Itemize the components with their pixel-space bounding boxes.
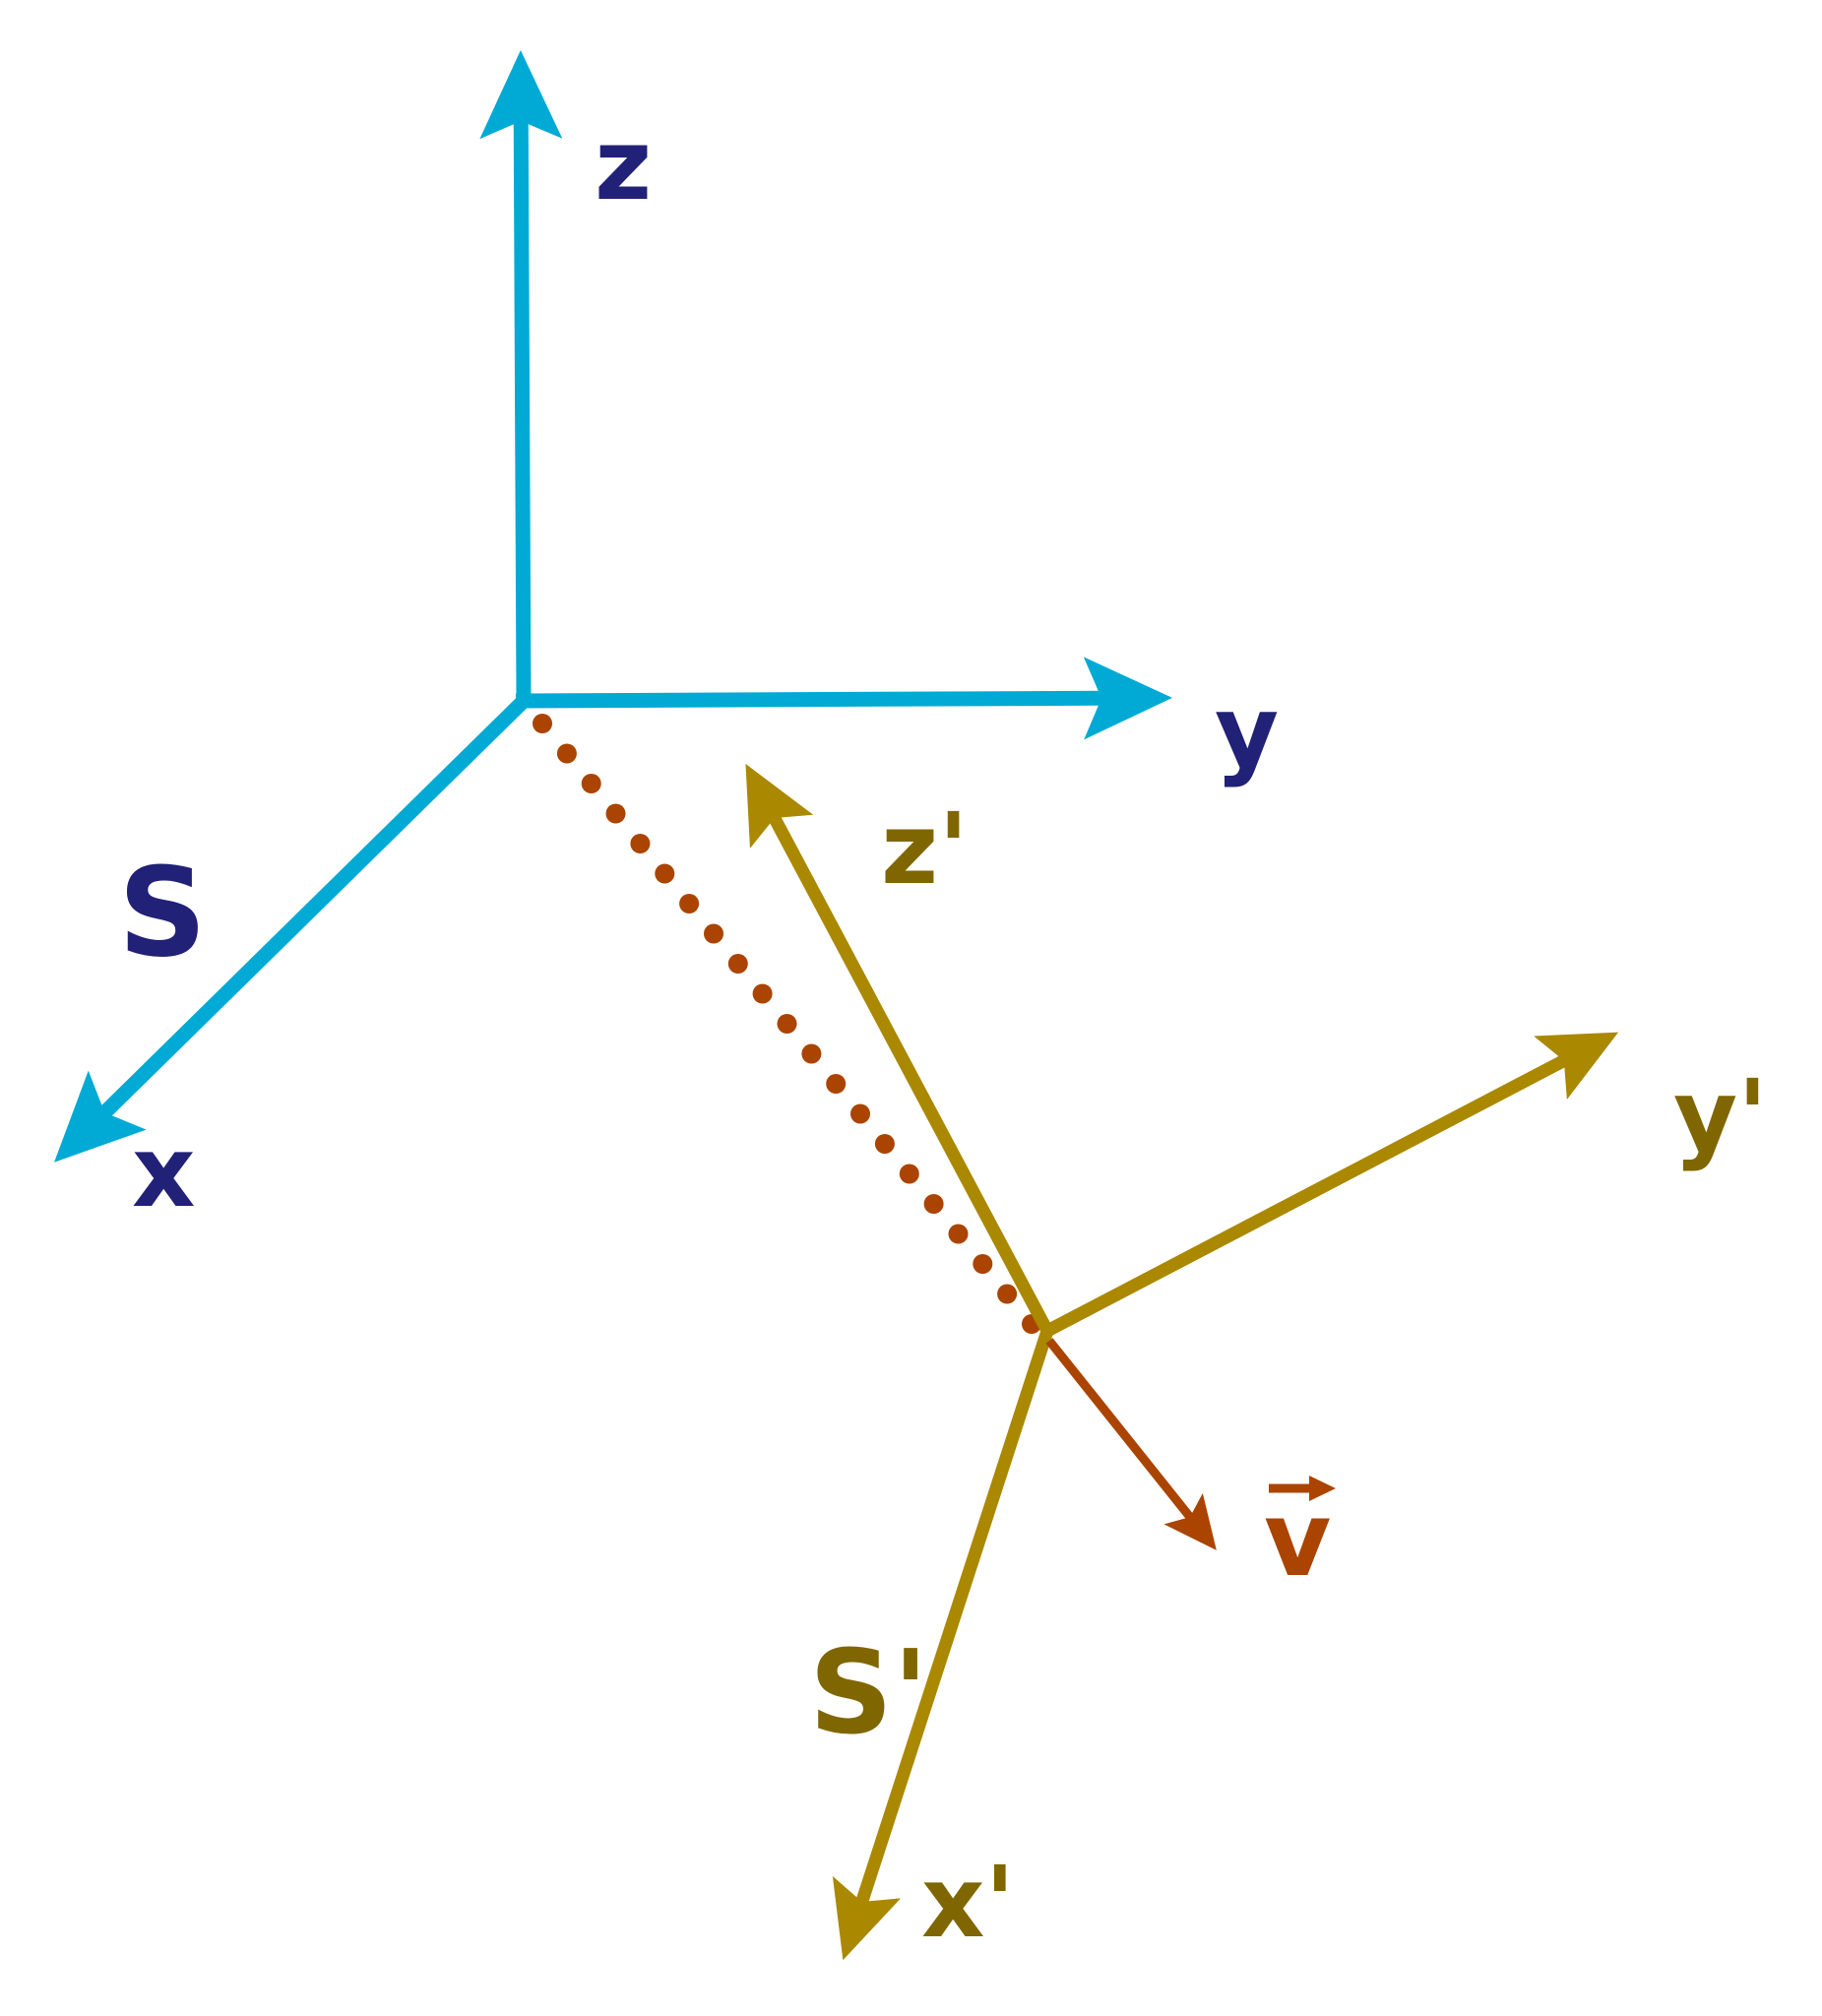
connector-dot: [533, 714, 552, 733]
origin-connector: [533, 714, 1041, 1334]
frame-s-prime-x-axis: [832, 1328, 1054, 1961]
frame-s-prime-z-label: z': [881, 791, 969, 907]
frame-s-prime-z-axis: [745, 763, 1053, 1335]
connector-dot: [777, 1014, 797, 1034]
connector-dot: [581, 774, 601, 793]
frame-s: [54, 50, 1172, 1163]
frame-s-prime-x-label: x': [921, 1845, 1015, 1960]
connector-dot: [973, 1254, 993, 1274]
connector-dot: [997, 1284, 1018, 1304]
frame-s-z-label: z: [595, 107, 652, 222]
vector-arrowhead-icon: [1309, 1476, 1336, 1501]
frame-s-z-axis: [479, 50, 563, 702]
connector-dot: [948, 1224, 969, 1244]
frame-s-name-label: S: [118, 842, 207, 984]
connector-dot: [727, 954, 748, 974]
connector-dot: [850, 1103, 870, 1124]
frame-s-y-label: y: [1215, 674, 1279, 789]
velocity-vector: [1045, 1338, 1217, 1550]
connector-dot: [801, 1043, 822, 1064]
frame-s-prime-y-axis: [1043, 1032, 1619, 1337]
connector-dot: [556, 743, 577, 764]
frame-s-x-label: x: [132, 1114, 196, 1229]
velocity-label: v: [1264, 1480, 1331, 1600]
connector-dot: [874, 1134, 895, 1154]
connector-dot: [679, 894, 700, 914]
connector-dot: [655, 863, 675, 884]
connector-dot: [826, 1074, 847, 1094]
frame-s-x-axis: [54, 695, 530, 1163]
connector-dot: [923, 1194, 944, 1214]
frame-s-prime-y-label: y': [1673, 1058, 1768, 1173]
connector-dot: [605, 803, 626, 824]
frame-s-prime-name-label: S': [809, 1624, 928, 1760]
connector-dot: [630, 834, 651, 853]
frame-s-prime: [745, 763, 1619, 1961]
frame-s-y-axis: [515, 657, 1172, 740]
velocity-label-group: v: [1264, 1476, 1336, 1600]
connector-dot: [704, 923, 723, 944]
connector-dot: [752, 983, 773, 1004]
connector-dot: [899, 1164, 919, 1184]
